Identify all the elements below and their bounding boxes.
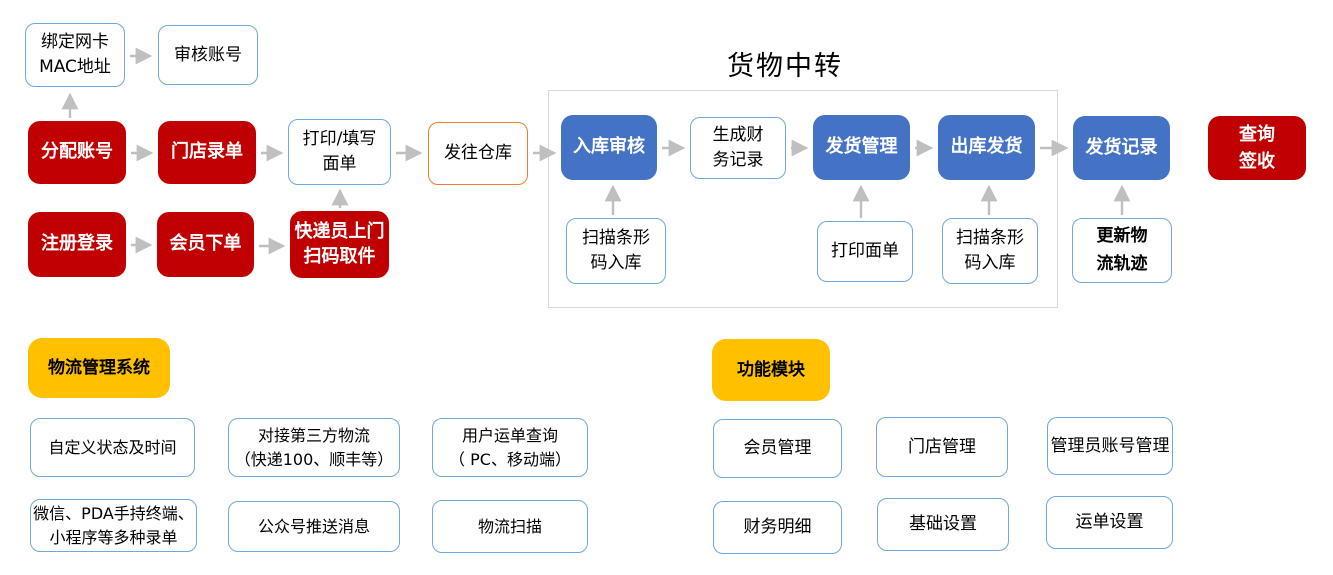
bind-mac-box: 绑定网卡 MAC地址 [25, 23, 125, 87]
store-entry-box: 门店录单 [158, 121, 256, 184]
feature-user-waybill-query-box: 用户运单查询 （ PC、移动端） [432, 418, 588, 477]
generate-finance-record-box: 生成财 务记录 [690, 117, 786, 179]
feature-wechat-pda-entry-box: 微信、PDA手持终端、 小程序等多种录单 [30, 499, 197, 552]
feature-logistics-scan-box: 物流扫描 [432, 500, 588, 553]
transit-frame [548, 90, 1058, 308]
register-login-box: 注册登录 [28, 212, 126, 277]
module-store-management-box: 门店管理 [876, 417, 1008, 477]
print-fill-sheet-box: 打印/填写 面单 [288, 119, 391, 185]
outbound-shipping-box: 出库发货 [938, 115, 1035, 180]
scan-barcode-inbound-1-box: 扫描条形 码入库 [566, 218, 666, 284]
update-tracking-box: 更新物 流轨迹 [1072, 218, 1172, 283]
member-order-box: 会员下单 [157, 212, 254, 277]
logistics-system-label: 物流管理系统 [28, 338, 170, 398]
inbound-audit-box: 入库审核 [561, 115, 657, 180]
transit-title: 货物中转 [727, 51, 843, 82]
send-to-warehouse-box: 发往仓库 [428, 122, 528, 185]
module-basic-settings-box: 基础设置 [877, 498, 1009, 551]
shipping-record-box: 发货记录 [1073, 116, 1170, 180]
feature-official-account-push-box: 公众号推送消息 [228, 501, 400, 552]
module-waybill-settings-box: 运单设置 [1046, 496, 1173, 549]
module-finance-detail-box: 财务明细 [713, 501, 842, 554]
shipping-management-box: 发货管理 [813, 115, 910, 180]
feature-third-party-logistics-box: 对接第三方物流 （快递100、顺丰等） [228, 418, 400, 477]
assign-account-box: 分配账号 [28, 121, 126, 184]
function-modules-label: 功能模块 [712, 339, 830, 401]
module-member-management-box: 会员管理 [713, 419, 842, 478]
feature-custom-status-box: 自定义状态及时间 [30, 418, 195, 477]
print-sheet-box: 打印面单 [817, 221, 913, 282]
scan-barcode-inbound-2-box: 扫描条形 码入库 [942, 218, 1038, 284]
module-admin-account-management-box: 管理员账号管理 [1047, 417, 1173, 475]
courier-pickup-box: 快递员上门 扫码取件 [290, 211, 389, 278]
audit-account-box: 审核账号 [158, 25, 258, 85]
query-sign-box: 查询 签收 [1208, 116, 1306, 180]
